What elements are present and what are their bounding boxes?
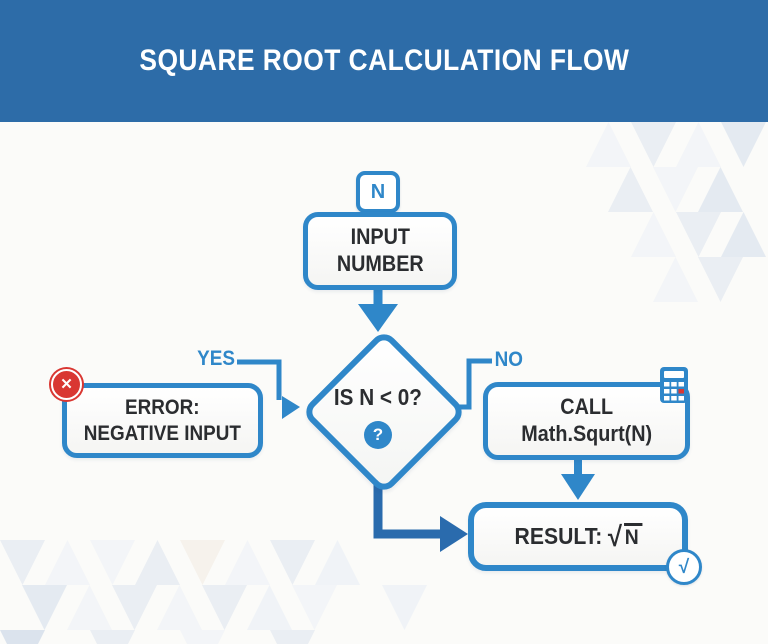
decision-label-wrap: IS N < 0?	[300, 383, 456, 411]
call-label: CALL Math.Squrt(N)	[521, 394, 652, 446]
arrow-decision-to-result-head	[440, 516, 468, 552]
node-error: ERROR: NEGATIVE INPUT	[62, 383, 263, 458]
sqrt-badge-glyph: √	[678, 556, 690, 578]
no-branch-line	[456, 358, 492, 410]
sqrt-badge-icon: √	[666, 549, 702, 585]
yes-branch-label: YES	[197, 347, 235, 370]
input-variable-label: N	[370, 180, 386, 203]
error-x-icon: ✕	[51, 369, 82, 400]
result-line: RESULT: √ N	[514, 521, 642, 553]
error-label: ERROR: NEGATIVE INPUT	[83, 395, 242, 445]
node-input-number: INPUT NUMBER	[303, 212, 457, 290]
question-glyph: ?	[372, 425, 384, 444]
arrow-input-to-decision-head	[358, 304, 398, 332]
result-label: RESULT:	[514, 523, 602, 549]
calculator-icon	[660, 367, 688, 403]
result-value: N	[623, 523, 642, 550]
yes-branch-head	[282, 396, 300, 419]
input-variable-badge: N	[356, 171, 400, 213]
no-branch-label: NO	[494, 348, 523, 371]
decision-label: IS N < 0?	[333, 384, 423, 410]
question-mark-icon: ?	[364, 421, 392, 449]
radical-sign: √	[607, 520, 622, 552]
error-x-glyph: ✕	[60, 376, 73, 393]
arrow-call-to-result-head	[561, 474, 595, 500]
node-call-sqrt: CALL Math.Squrt(N)	[483, 382, 690, 460]
yes-branch-line	[237, 359, 282, 400]
triangle-pattern-top-right	[586, 122, 766, 302]
input-number-label: INPUT NUMBER	[336, 224, 424, 276]
page-title: SQUARE ROOT CALCULATION FLOW	[139, 44, 629, 77]
node-result: RESULT: √ N	[468, 502, 688, 571]
triangle-pattern-bottom-left	[0, 540, 427, 644]
header-banner: SQUARE ROOT CALCULATION FLOW	[0, 0, 768, 122]
arrow-decision-to-result-line	[373, 480, 440, 539]
